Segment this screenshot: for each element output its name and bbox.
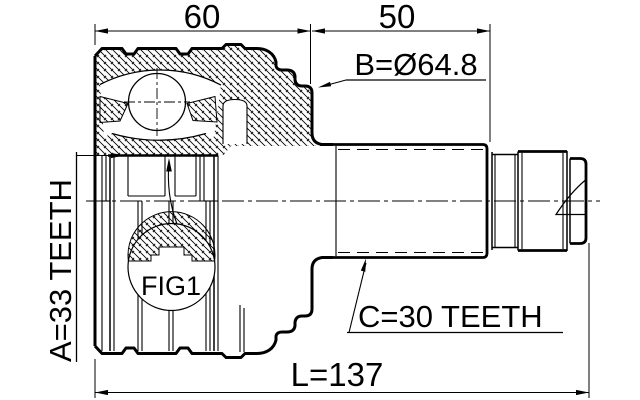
- housing-top-profile: [93, 43, 333, 146]
- shaft-spline-label: C=30 TEETH: [358, 299, 543, 334]
- dimension-housing-width-label: 60: [184, 0, 221, 35]
- outer-diameter-label: B=Ø64.8: [354, 47, 477, 82]
- track-groove-cutout: [222, 98, 248, 144]
- fig1-leader-arrow: [166, 158, 172, 172]
- cage-section-right: [186, 95, 218, 123]
- shaft-end-cap: [570, 157, 588, 245]
- inner-race-arc: [111, 132, 207, 141]
- fig1-label: FIG1: [141, 271, 201, 301]
- outer-race-arc: [99, 69, 222, 86]
- ball-bearing: [124, 68, 190, 136]
- dimension-arrows: [95, 28, 589, 396]
- housing-bottom-profile: [93, 256, 333, 359]
- outer-diameter-arrow: [318, 81, 332, 88]
- fig1-detail: FIG1: [127, 158, 216, 312]
- fig1-spline-tooth-section: [127, 211, 216, 262]
- chamfer-flag: [554, 179, 586, 216]
- inner-spline-label: A=33 TEETH: [43, 179, 78, 362]
- inner-spline-arrow: [111, 152, 124, 159]
- inner-spline-callout: A=33 TEETH: [43, 152, 124, 362]
- dimension-shaft-width-label: 50: [379, 0, 416, 35]
- outer-diameter-callout: B=Ø64.8: [318, 47, 486, 88]
- dimension-lines: [94, 24, 590, 398]
- cage-section-left: [99, 95, 129, 124]
- shaft-spline-arrow: [360, 258, 366, 272]
- dimension-overall-length-label: L=137: [291, 356, 384, 393]
- shaft-spline-callout: C=30 TEETH: [347, 258, 563, 334]
